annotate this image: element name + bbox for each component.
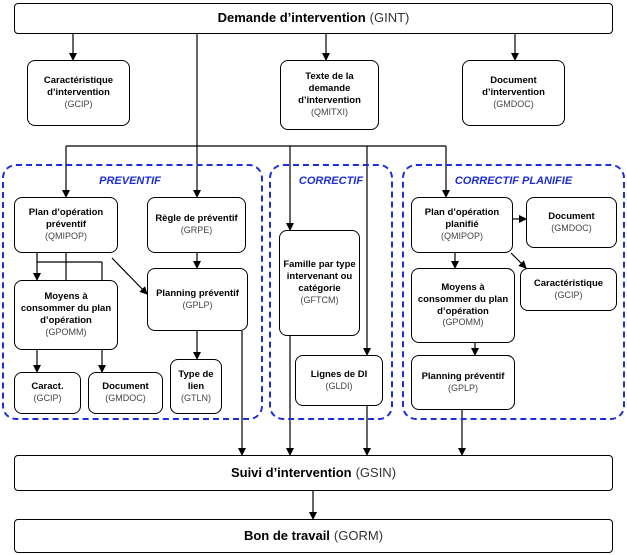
bon-travail-title: Bon de travail <box>243 527 330 543</box>
texte-demande-box: Texte de la demande d’intervention (QMIT… <box>280 60 379 130</box>
caracteristique-intervention-box: Caractéristique d’intervention (GCIP) <box>27 60 130 126</box>
plan-operation-planifie-box: Plan d’opération planifié (QMIPOP) <box>411 197 513 253</box>
texte-demande-title: Texte de la demande d’intervention <box>298 71 361 107</box>
lignes-di-box: Lignes de DI (GLDI) <box>295 355 383 406</box>
suivi-intervention-box: Suivi d’intervention (GSIN) <box>14 455 613 491</box>
demande-intervention-code: (GINT) <box>369 10 410 26</box>
demande-intervention-title: Demande d’intervention <box>217 10 366 26</box>
demande-intervention-box: Demande d’intervention (GINT) <box>14 3 613 34</box>
caract-box: Caract. (GCIP) <box>14 372 81 414</box>
planning-preventif-box: Planning préventif (GPLP) <box>147 268 248 331</box>
planning-preventif-code: (GPLP) <box>182 299 213 310</box>
plan-operation-planifie-code: (QMIPOP) <box>441 231 483 242</box>
group-label-preventif: PREVENTIF <box>99 175 161 187</box>
regle-preventif-box: Règle de préventif (GRPE) <box>147 197 246 253</box>
famille-type-intervenant-code: (GFTCM) <box>300 294 339 305</box>
famille-type-intervenant-title: Famille par type intervenant ou catégori… <box>283 259 356 295</box>
arrow-qmipop-to-gcip-right <box>510 252 527 269</box>
group-correctif <box>269 164 393 420</box>
suivi-intervention-code: (GSIN) <box>355 464 397 480</box>
famille-type-intervenant-box: Famille par type intervenant ou catégori… <box>279 230 360 336</box>
moyens-consommer-planifie-title: Moyens à consommer du plan d’opération <box>417 281 509 317</box>
planning-preventif-planifie-box: Planning préventif (GPLP) <box>411 355 515 410</box>
regle-preventif-title: Règle de préventif <box>155 213 238 225</box>
group-label-correctif-planifie: CORRECTIF PLANIFIE <box>454 175 573 187</box>
document-intervention-title: Document d’intervention <box>482 75 545 99</box>
type-lien-title: Type de lien <box>178 368 214 392</box>
suivi-intervention-title: Suivi d’intervention <box>230 464 352 480</box>
plan-operation-preventif-code: (QMIPOP) <box>45 231 87 242</box>
moyens-consommer-planifie-box: Moyens à consommer du plan d’opération (… <box>411 268 515 343</box>
texte-demande-code: (QMITXI) <box>311 106 348 117</box>
moyens-consommer-preventif-title: Moyens à consommer du plan d’opération <box>20 291 112 327</box>
plan-operation-preventif-title: Plan d’opération préventif <box>28 207 104 231</box>
planning-preventif-planifie-title: Planning préventif <box>421 370 505 382</box>
planning-preventif-title: Planning préventif <box>156 287 239 299</box>
moyens-consommer-preventif-box: Moyens à consommer du plan d’opération (… <box>14 280 118 350</box>
planning-preventif-planifie-code: (GPLP) <box>447 382 478 393</box>
regle-preventif-code: (GRPE) <box>180 225 213 236</box>
group-correctif-planifie <box>402 164 625 420</box>
moyens-consommer-planifie-code: (GPOMM) <box>442 317 484 328</box>
bon-travail-code: (GORM) <box>333 527 384 543</box>
lignes-di-title: Lignes de DI <box>310 368 368 380</box>
document-preventif-title: Document <box>102 381 149 393</box>
document-preventif-code: (GMDOC) <box>105 393 146 404</box>
group-label-correctif: CORRECTIF <box>298 175 364 187</box>
document-planifie-title: Document <box>548 210 595 222</box>
document-intervention-code: (GMDOC) <box>493 99 534 110</box>
caracteristique-planifie-box: Caractéristique (GCIP) <box>520 268 617 311</box>
document-intervention-box: Document d’intervention (GMDOC) <box>462 60 565 126</box>
document-planifie-box: Document (GMDOC) <box>526 197 617 248</box>
document-planifie-code: (GMDOC) <box>551 222 592 233</box>
caracteristique-planifie-code: (GCIP) <box>554 289 583 300</box>
caracteristique-planifie-title: Caractéristique <box>533 277 604 289</box>
caracteristique-intervention-code: (GCIP) <box>64 99 93 110</box>
type-lien-box: Type de lien (GTLN) <box>170 359 222 414</box>
caract-title: Caract. <box>31 381 64 393</box>
document-preventif-box: Document (GMDOC) <box>88 372 163 414</box>
plan-operation-planifie-title: Plan d’opération planifié <box>424 207 500 231</box>
lignes-di-code: (GLDI) <box>325 380 353 391</box>
group-preventif <box>2 164 263 420</box>
type-lien-code: (GTLN) <box>181 392 211 403</box>
arrow-qmipop-to-gplp <box>111 257 148 295</box>
plan-operation-preventif-box: Plan d’opération préventif (QMIPOP) <box>14 197 118 253</box>
moyens-consommer-preventif-code: (GPOMM) <box>45 326 87 337</box>
bon-travail-box: Bon de travail (GORM) <box>14 519 613 553</box>
caracteristique-intervention-title: Caractéristique d’intervention <box>43 75 114 99</box>
caract-code: (GCIP) <box>33 393 62 404</box>
